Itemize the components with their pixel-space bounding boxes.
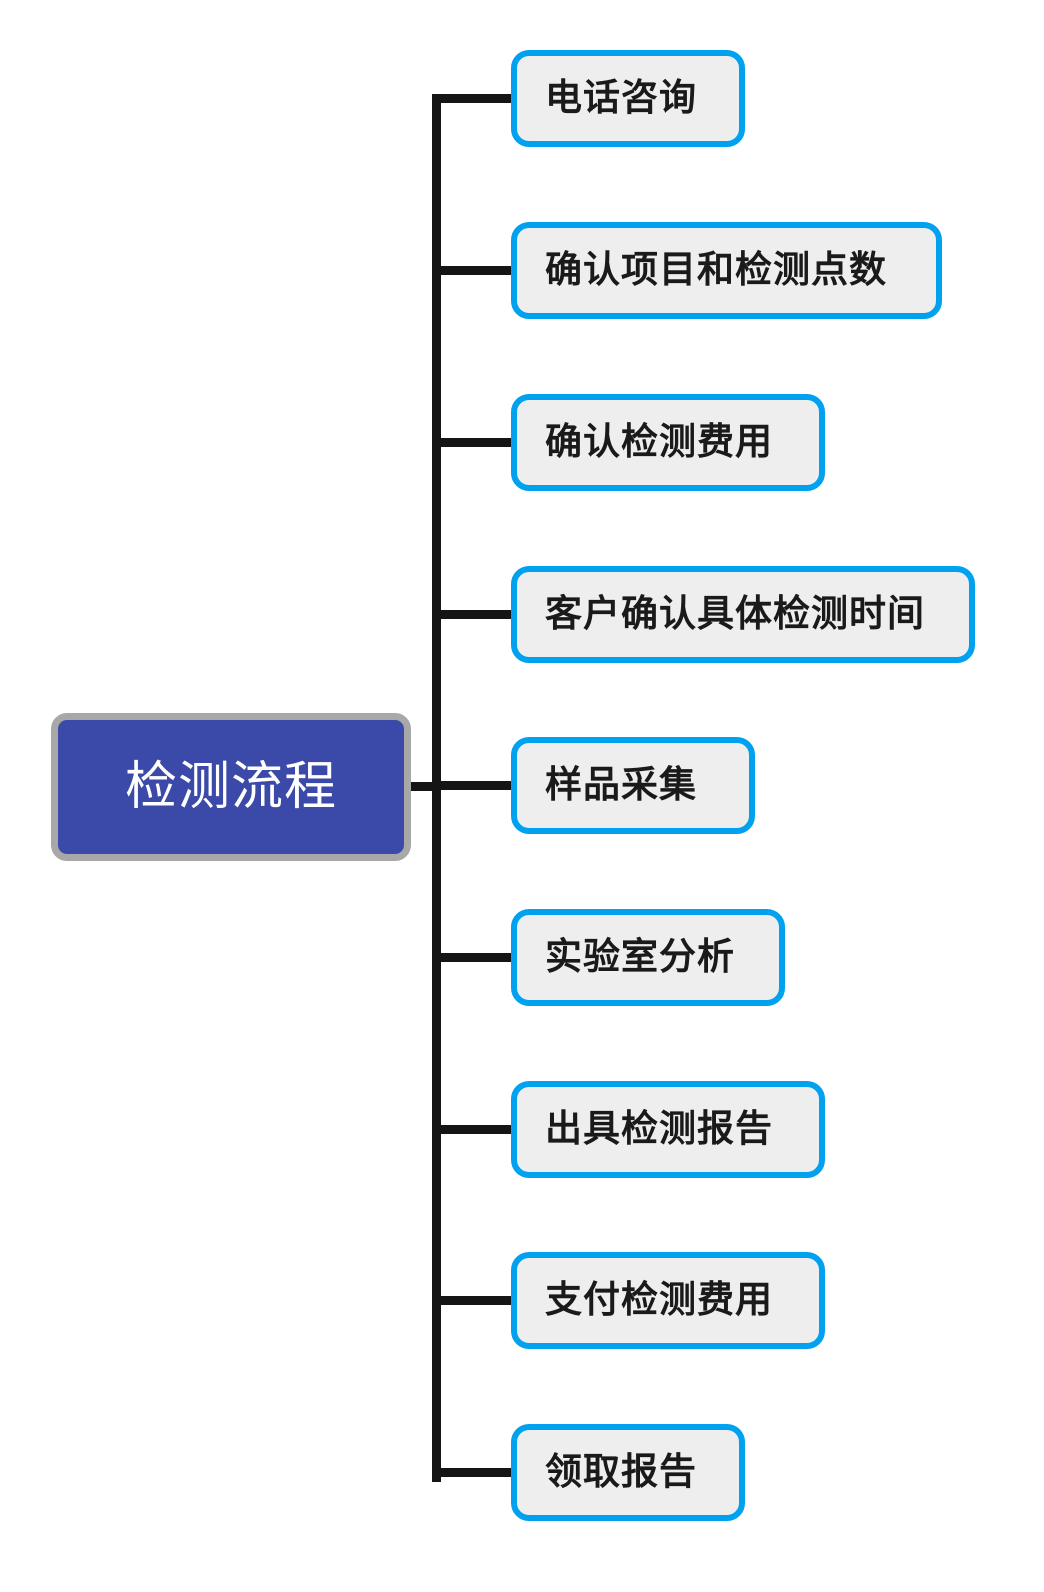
node-issue-test-report[interactable]: 出具检测报告: [511, 1081, 825, 1178]
root-node[interactable]: 检测流程: [51, 713, 411, 861]
node-confirm-items-and-points[interactable]: 确认项目和检测点数: [511, 222, 942, 319]
node-confirm-testing-fee[interactable]: 确认检测费用: [511, 394, 825, 491]
node-label: 样品采集: [545, 764, 697, 805]
branch-connector-2: [432, 266, 512, 275]
node-label: 支付检测费用: [545, 1279, 773, 1320]
branch-connector-3: [432, 438, 512, 447]
node-sample-collection[interactable]: 样品采集: [511, 737, 755, 834]
node-pay-testing-fee[interactable]: 支付检测费用: [511, 1252, 825, 1349]
node-laboratory-analysis[interactable]: 实验室分析: [511, 909, 785, 1006]
node-label: 确认检测费用: [545, 421, 773, 462]
node-label: 实验室分析: [545, 936, 735, 977]
branch-connector-1: [432, 94, 512, 103]
node-label: 客户确认具体检测时间: [545, 593, 925, 634]
node-label: 领取报告: [545, 1451, 697, 1492]
branch-connector-5: [432, 781, 512, 790]
branch-connector-8: [432, 1296, 512, 1305]
node-collect-report[interactable]: 领取报告: [511, 1424, 745, 1521]
branch-connector-7: [432, 1125, 512, 1134]
node-label: 确认项目和检测点数: [545, 249, 887, 290]
root-node-label: 检测流程: [124, 758, 337, 816]
node-phone-consultation[interactable]: 电话咨询: [511, 50, 745, 147]
root-connector-stub: [408, 782, 438, 791]
node-customer-confirm-time[interactable]: 客户确认具体检测时间: [511, 566, 975, 663]
node-label: 电话咨询: [545, 77, 697, 118]
branch-connector-9: [432, 1468, 512, 1477]
branch-connector-4: [432, 610, 512, 619]
branch-connector-6: [432, 953, 512, 962]
node-label: 出具检测报告: [545, 1108, 773, 1149]
